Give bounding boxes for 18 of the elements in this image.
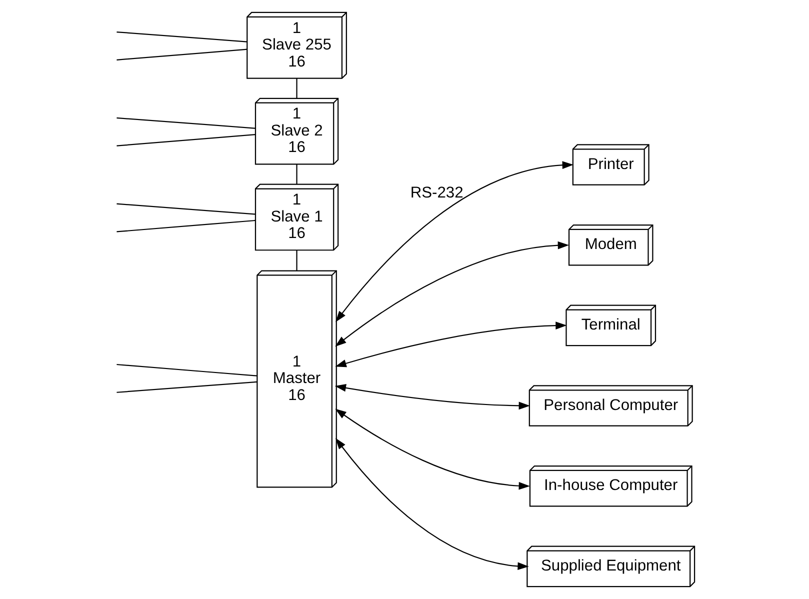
connector [116, 48, 247, 60]
connector [116, 364, 257, 376]
connector [116, 134, 255, 146]
arrow [334, 322, 566, 368]
arrow [335, 161, 573, 322]
connector [296, 78, 297, 98]
arrow [334, 438, 528, 570]
arrow [334, 384, 530, 410]
connector [116, 117, 255, 129]
connector [116, 203, 255, 215]
connector [116, 381, 257, 393]
edge-label: RS-232 [410, 184, 463, 202]
connector [296, 164, 297, 184]
connector [116, 31, 247, 42]
connector [296, 250, 297, 271]
connector [116, 220, 255, 232]
arrow [334, 241, 569, 347]
arrow [334, 408, 530, 490]
